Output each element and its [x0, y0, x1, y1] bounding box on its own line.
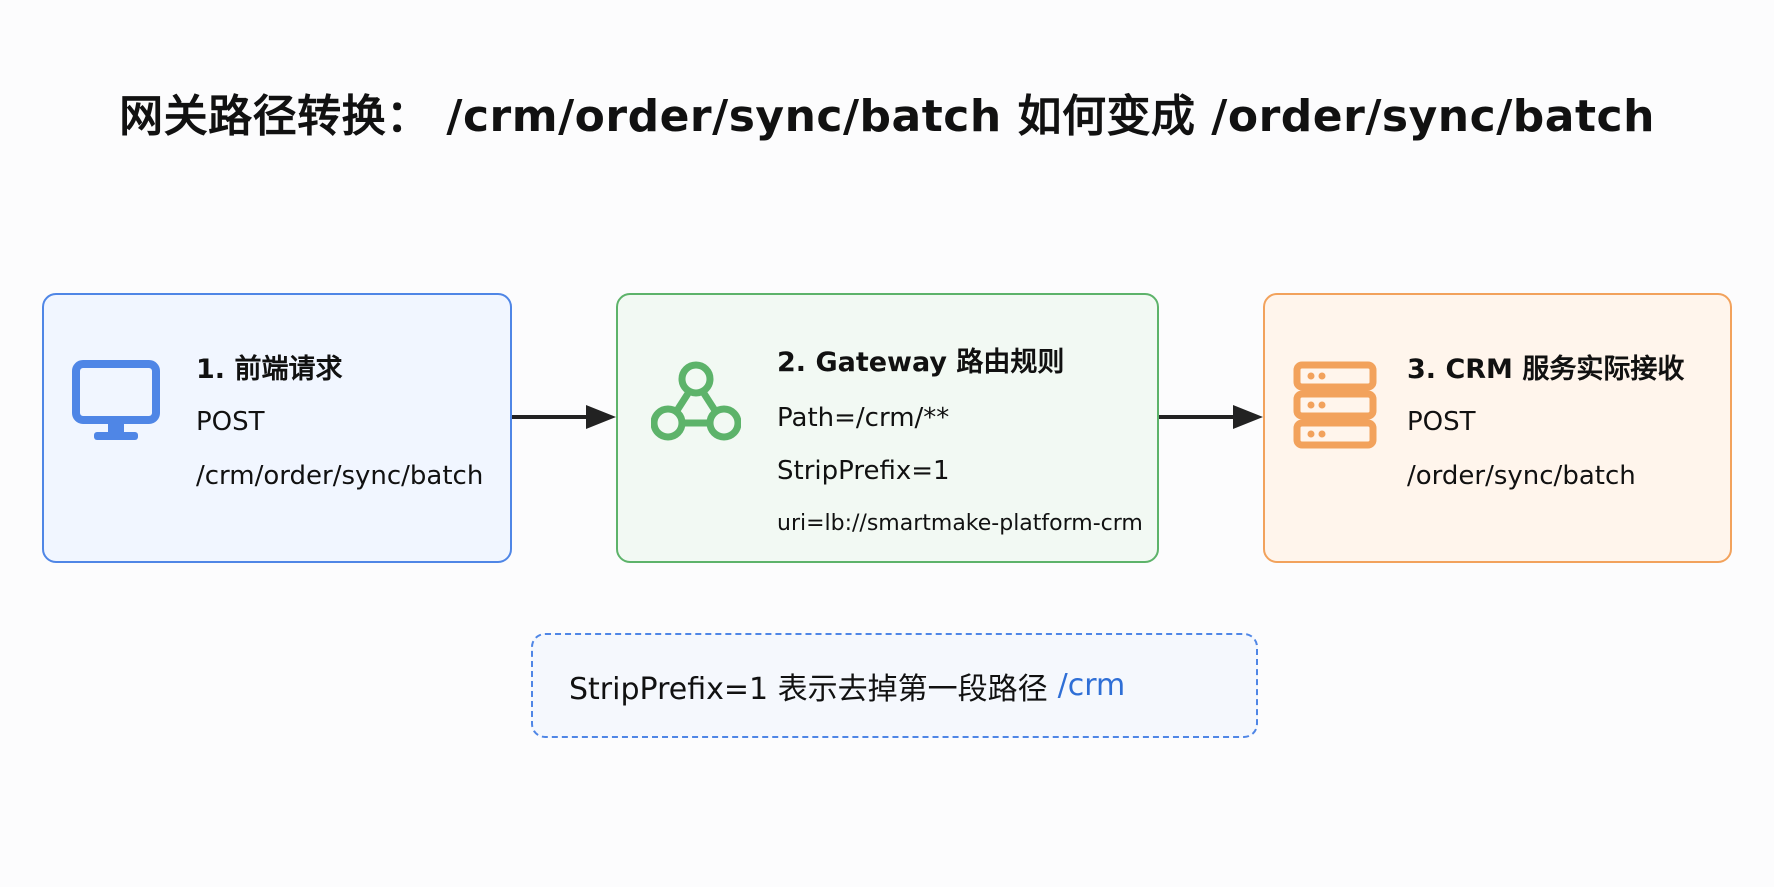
gateway-rule-card: 2. Gateway 路由规则 Path=/crm/** StripPrefix… — [616, 293, 1159, 563]
note-text: StripPrefix=1 表示去掉第一段路径 — [569, 671, 1048, 707]
server-icon — [1293, 361, 1377, 449]
path-rule: Path=/crm/** — [777, 403, 950, 433]
crm-service-card: 3. CRM 服务实际接收 POST /order/sync/batch — [1263, 293, 1732, 563]
request-path: /crm/order/sync/batch — [196, 461, 484, 491]
strip-prefix-rule: StripPrefix=1 — [777, 456, 950, 486]
card-title: 3. CRM 服务实际接收 — [1407, 354, 1685, 385]
strip-prefix-note: StripPrefix=1 表示去掉第一段路径 /crm — [531, 633, 1258, 738]
arrow-right-icon — [512, 405, 616, 429]
http-method: POST — [196, 407, 265, 437]
received-path: /order/sync/batch — [1407, 461, 1636, 491]
http-method: POST — [1407, 407, 1476, 437]
uri-rule: uri=lb://smartmake-platform-crm — [777, 511, 1143, 536]
note-highlight: /crm — [1057, 668, 1126, 703]
gateway-nodes-icon — [651, 361, 741, 441]
diagram-title: 网关路径转换： /crm/order/sync/batch 如何变成 /orde… — [119, 91, 1655, 142]
card-title: 2. Gateway 路由规则 — [777, 347, 1065, 378]
frontend-request-card: 1. 前端请求 POST /crm/order/sync/batch — [42, 293, 512, 563]
card-title: 1. 前端请求 — [196, 354, 343, 385]
monitor-icon — [72, 360, 160, 440]
arrow-right-icon — [1159, 405, 1263, 429]
